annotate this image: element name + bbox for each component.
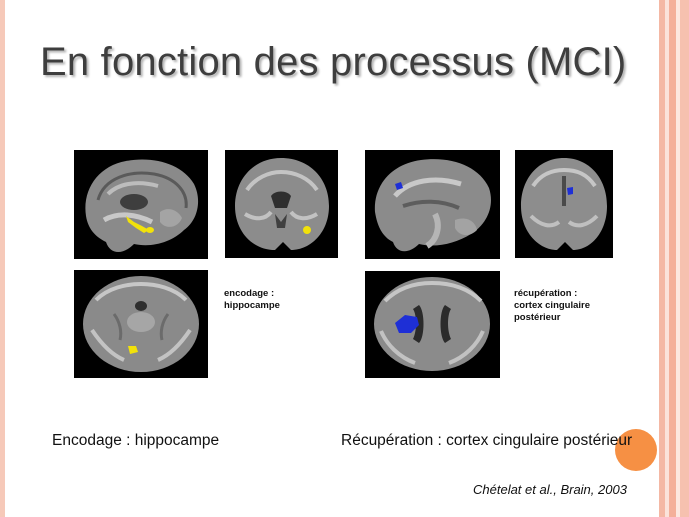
brain-sagittal-encoding xyxy=(74,150,208,259)
citation: Chételat et al., Brain, 2003 xyxy=(473,482,627,497)
accent-dot xyxy=(615,429,657,471)
right-decorative-stripes xyxy=(659,0,689,517)
brain-sagittal-retrieval xyxy=(365,150,500,259)
activation-spot-posterior-cingulate-coronal xyxy=(567,187,573,195)
label-encoding: encodage : hippocampe xyxy=(224,288,280,311)
brain-axial-retrieval xyxy=(365,271,500,378)
activation-spot-hippocampus-axial xyxy=(128,346,138,354)
brain-axial-encoding xyxy=(74,270,208,378)
caption-encoding: Encodage : hippocampe xyxy=(52,432,220,449)
caption-retrieval: Récupération : cortex cingulaire postéri… xyxy=(341,432,633,449)
brain-coronal-retrieval xyxy=(515,150,613,258)
slide-title: En fonction des processus (MCI) xyxy=(40,40,627,84)
activation-spot-posterior-cingulate-axial xyxy=(395,315,419,333)
activation-spot-hippocampus xyxy=(126,216,149,233)
left-border xyxy=(0,0,5,517)
label-retrieval: récupération : cortex cingulaire postéri… xyxy=(514,288,591,323)
activation-spot-posterior-cingulate xyxy=(395,182,403,190)
activation-spot-hippocampus-coronal xyxy=(303,226,311,234)
brain-coronal-encoding xyxy=(225,150,338,258)
